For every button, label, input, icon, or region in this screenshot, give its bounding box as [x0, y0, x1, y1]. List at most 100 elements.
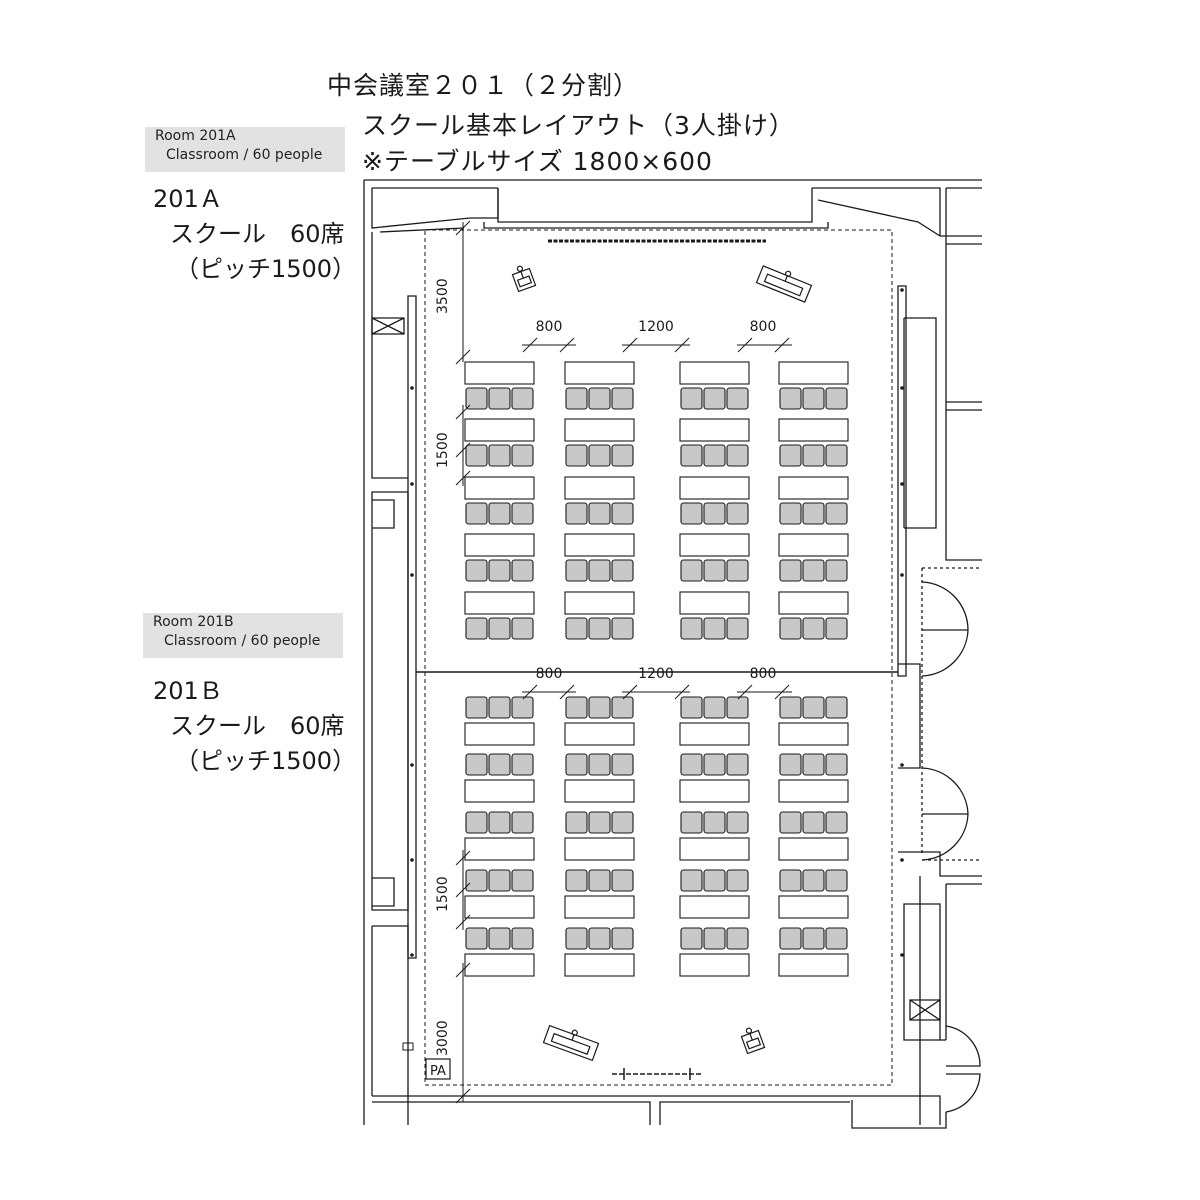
table-201b-r4-c1	[564, 953, 635, 977]
chair-201a-r2-c1-s0	[565, 502, 588, 525]
lectern-bottom-left	[542, 1024, 600, 1062]
chair-201b-r1-c2-s0	[680, 753, 703, 776]
table-201b-r0-c1	[564, 722, 635, 746]
table-201b-r2-c0	[464, 837, 535, 861]
chair-201a-r1-c1-s0	[565, 444, 588, 467]
dim-aisle-left-a: 800	[536, 319, 563, 335]
chair-201a-r4-c1-s2	[611, 617, 634, 640]
chair-201b-r4-c1-s0	[565, 927, 588, 950]
chair-201a-r2-c3-s0	[779, 502, 802, 525]
table-201b-r3-c1	[564, 895, 635, 919]
chair-201a-r0-c1-s2	[611, 387, 634, 410]
dim-aisle-a-tick	[674, 337, 690, 353]
chair-201a-r3-c0-s1	[488, 559, 511, 582]
seating-layout	[464, 361, 849, 977]
dim-bottom-gap: 3000	[435, 1020, 451, 1056]
table-201a-r0-c0	[464, 361, 535, 385]
chair-201b-r3-c2-s1	[703, 869, 726, 892]
chair-201a-r2-c2-s2	[726, 502, 749, 525]
table-201a-r3-c3	[778, 533, 849, 557]
chair-201b-r2-c3-s0	[779, 811, 802, 834]
chair-201a-r1-c1-s2	[611, 444, 634, 467]
chair-201b-r1-c0-s2	[511, 753, 534, 776]
room-201a-jp-pitch: （ピッチ1500）	[175, 255, 357, 283]
chair-201b-r1-c2-s1	[703, 753, 726, 776]
dim-aisle-center-a: 1200	[638, 319, 674, 335]
chair-201a-r4-c1-s1	[588, 617, 611, 640]
chair-201b-r3-c0-s1	[488, 869, 511, 892]
dim-row-pitch-b-tick	[455, 914, 471, 930]
chair-201b-r4-c1-s2	[611, 927, 634, 950]
chair-201b-r4-c3-s2	[825, 927, 848, 950]
table-201b-r0-c3	[778, 722, 849, 746]
chair-201b-r1-c1-s1	[588, 753, 611, 776]
table-201b-r2-c3	[778, 837, 849, 861]
chair-201a-r1-c3-s2	[825, 444, 848, 467]
chair-201b-r3-c2-s0	[680, 869, 703, 892]
chair-201b-r0-c1-s1	[588, 696, 611, 719]
table-201a-r1-c3	[778, 418, 849, 442]
chair-201a-r3-c3-s2	[825, 559, 848, 582]
chair-201b-r4-c0-s2	[511, 927, 534, 950]
dim-top-gap-tick	[455, 220, 471, 236]
chair-201a-r3-c2-s2	[726, 559, 749, 582]
chair-201a-r0-c2-s1	[703, 387, 726, 410]
dim-row-pitch-a-tick	[455, 470, 471, 486]
chair-201b-r3-c1-s1	[588, 869, 611, 892]
chair-201b-r1-c3-s0	[779, 753, 802, 776]
chair-201b-r3-c2-s2	[726, 869, 749, 892]
pa-label: PA	[430, 1064, 446, 1079]
table-201b-r0-c0	[464, 722, 535, 746]
chair-201b-r3-c1-s2	[611, 869, 634, 892]
plan-subtitle: スクール基本レイアウト（3人掛け）	[362, 111, 795, 140]
table-201b-r1-c2	[679, 779, 750, 803]
chair-201b-r3-c3-s1	[802, 869, 825, 892]
dim-aisle-center-b: 1200	[638, 666, 674, 682]
chair-201b-r2-c1-s0	[565, 811, 588, 834]
table-201a-r0-c1	[564, 361, 635, 385]
chair-201a-r4-c3-s0	[779, 617, 802, 640]
lectern-bottom-right	[740, 1027, 766, 1055]
dim-top-gap: 3500	[435, 278, 451, 314]
plan-title: 中会議室２０１（２分割）	[327, 71, 640, 100]
chair-201a-r1-c1-s1	[588, 444, 611, 467]
chair-201a-r0-c2-s2	[726, 387, 749, 410]
chair-201b-r0-c3-s0	[779, 696, 802, 719]
chair-201a-r2-c2-s0	[680, 502, 703, 525]
dim-aisle-a-tick	[622, 337, 638, 353]
chair-201b-r4-c3-s1	[802, 927, 825, 950]
chair-201a-r4-c0-s0	[465, 617, 488, 640]
chair-201b-r0-c0-s1	[488, 696, 511, 719]
chair-201a-r2-c3-s1	[802, 502, 825, 525]
room-201a-jp-name: 201Ａ	[153, 185, 223, 213]
chair-201a-r4-c0-s2	[511, 617, 534, 640]
chair-201a-r2-c1-s2	[611, 502, 634, 525]
dim-aisle-left-b: 800	[536, 666, 563, 682]
table-201a-r0-c2	[679, 361, 750, 385]
table-201b-r4-c3	[778, 953, 849, 977]
chair-201a-r4-c2-s2	[726, 617, 749, 640]
chair-201b-r1-c3-s1	[802, 753, 825, 776]
chair-201b-r0-c2-s2	[726, 696, 749, 719]
pa-box	[425, 1058, 451, 1080]
table-201a-r1-c0	[464, 418, 535, 442]
room-201b-label-box: Room 201B Classroom / 60 people	[143, 613, 343, 658]
dim-bottom-gap-tick	[455, 962, 471, 978]
dim-row-pitch-b: 1500	[435, 876, 451, 912]
dim-row-pitch-a: 1500	[435, 432, 451, 468]
chair-201b-r4-c1-s1	[588, 927, 611, 950]
chair-201b-r4-c2-s0	[680, 927, 703, 950]
chair-201b-r3-c0-s2	[511, 869, 534, 892]
chair-201b-r1-c1-s2	[611, 753, 634, 776]
table-201b-r4-c0	[464, 953, 535, 977]
chair-201a-r4-c1-s0	[565, 617, 588, 640]
chair-201b-r0-c3-s2	[825, 696, 848, 719]
dim-row-pitch-b-tick	[455, 850, 471, 866]
chair-201a-r4-c2-s0	[680, 617, 703, 640]
screen-bottom	[612, 1068, 702, 1080]
chair-201a-r3-c0-s0	[465, 559, 488, 582]
chair-201a-r2-c2-s1	[703, 502, 726, 525]
chair-201b-r2-c2-s2	[726, 811, 749, 834]
chair-201b-r1-c3-s2	[825, 753, 848, 776]
chair-201a-r2-c0-s2	[511, 502, 534, 525]
